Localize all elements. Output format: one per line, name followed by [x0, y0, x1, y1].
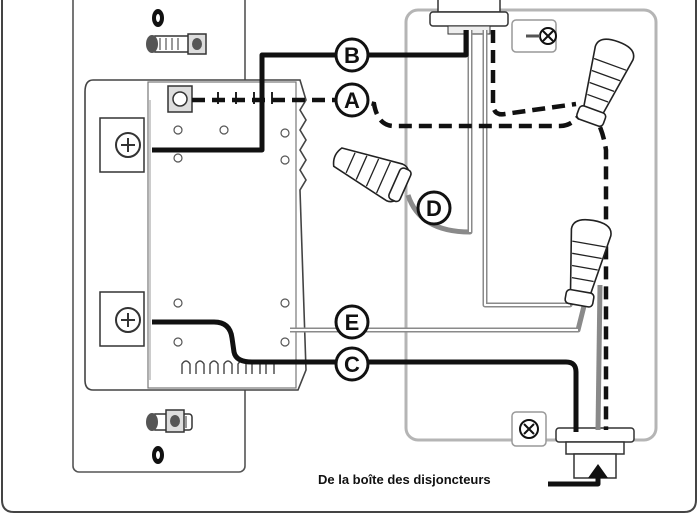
screw-icon: [152, 446, 164, 464]
cable-clamp-icon: [555, 427, 635, 479]
label-a-text: A: [344, 88, 360, 113]
label-c: C: [334, 346, 370, 382]
cable-clamp-icon: [429, 0, 509, 35]
ground-wire-top: [490, 30, 577, 117]
ground-screw-icon: [167, 85, 193, 113]
label-e-text: E: [345, 310, 360, 335]
switch-holes: [173, 125, 290, 347]
box-ground-screw-icon: [511, 19, 557, 53]
arrow-icon: [548, 464, 608, 487]
label-c-text: C: [344, 352, 360, 377]
label-d: D: [416, 190, 452, 226]
gray-wire-highlights: [290, 30, 578, 331]
wire-nut-icon: [564, 218, 612, 308]
label-b: B: [334, 37, 370, 73]
wire-c: [152, 319, 579, 432]
label-d-text: D: [426, 196, 442, 221]
breaker-box-caption: De la boîte des disjoncteurs: [318, 472, 491, 487]
label-a: A: [334, 82, 370, 118]
terminal-screw-icon: [99, 291, 145, 347]
terminal-screw-icon: [99, 117, 145, 173]
mounting-screw-icon: [146, 33, 207, 55]
mounting-screw-icon: [146, 409, 193, 433]
label-e: E: [334, 304, 370, 340]
wire-nut-icon: [576, 38, 635, 128]
wire-b: [152, 30, 469, 153]
box-screw-icon: [511, 411, 547, 447]
screw-icon: [152, 9, 164, 27]
switch-yoke: [147, 81, 297, 389]
wire-nut-icon: [332, 147, 412, 203]
label-b-text: B: [344, 43, 360, 68]
